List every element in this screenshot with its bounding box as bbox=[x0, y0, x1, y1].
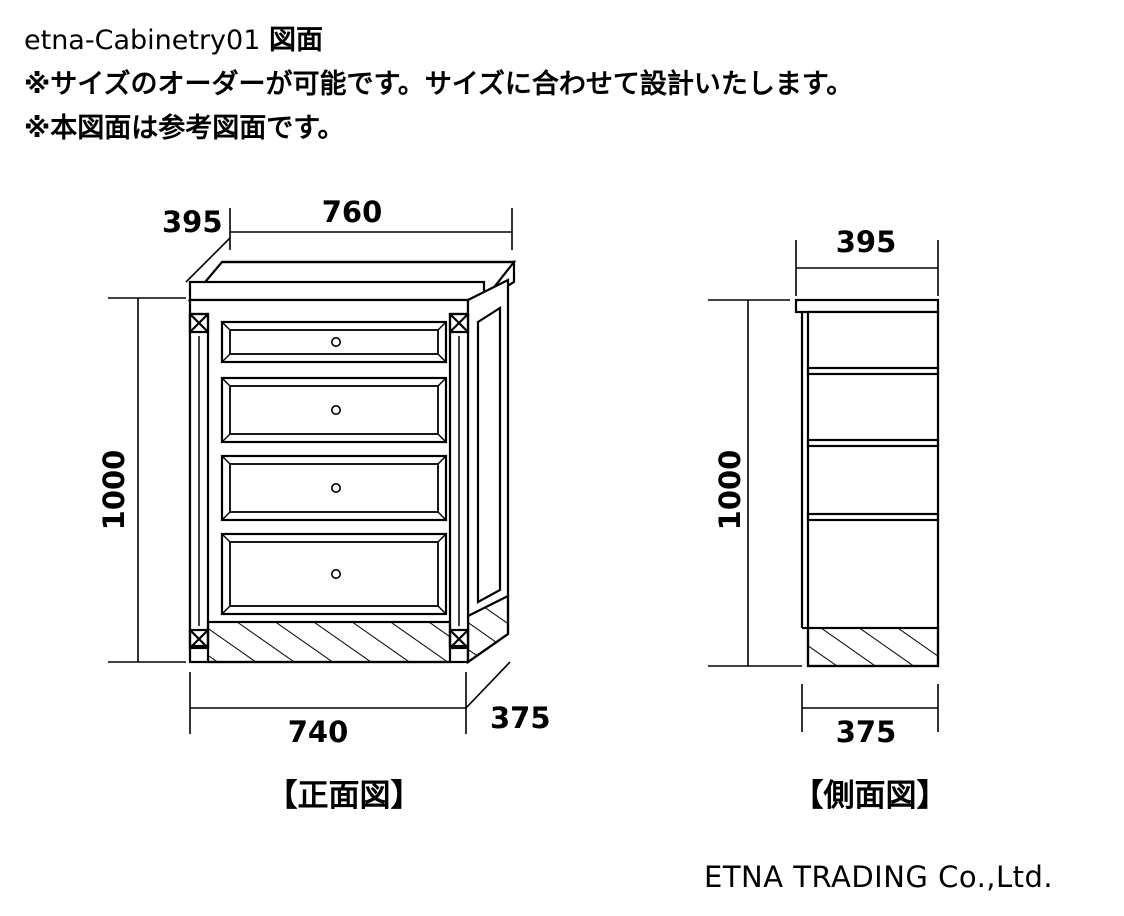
drawer-1 bbox=[220, 320, 448, 364]
model-name: etna-Cabinetry01 bbox=[24, 25, 261, 56]
side-top-depth-label: 395 bbox=[836, 225, 897, 259]
front-top-edge bbox=[188, 280, 486, 302]
front-body-depth-label: 375 bbox=[490, 701, 551, 735]
front-view-caption: 【正面図】 bbox=[267, 778, 422, 814]
side-plinth bbox=[806, 626, 940, 668]
side-view-caption: 【側面図】 bbox=[793, 778, 948, 814]
drawer-raised-panel bbox=[229, 329, 439, 355]
company-name: ETNA TRADING Co.,Ltd. bbox=[704, 860, 1054, 894]
drawer-4 bbox=[220, 532, 448, 616]
note-reference-drawing: ※本図面は参考図面です。 bbox=[24, 113, 345, 144]
drawer-raised-panel bbox=[229, 541, 439, 607]
drawer-raised-panel bbox=[229, 463, 439, 513]
front-drawers bbox=[220, 320, 448, 616]
drawer-knob bbox=[330, 568, 341, 579]
drawing-word: 図面 bbox=[268, 25, 323, 56]
front-height-label: 1000 bbox=[97, 450, 131, 531]
side-height-label: 1000 bbox=[713, 450, 747, 531]
side-body-depth-label: 375 bbox=[836, 715, 897, 749]
front-body-width-label: 740 bbox=[288, 715, 349, 749]
drawing-title: etna-Cabinetry01 図面 bbox=[24, 18, 323, 57]
front-plinth bbox=[206, 620, 452, 664]
note-custom-size: ※サイズのオーダーが可能です。サイズに合わせて設計いたします。 bbox=[24, 69, 854, 100]
side-view bbox=[794, 298, 940, 668]
drawer-knob bbox=[330, 482, 341, 493]
drawer-knob bbox=[330, 336, 341, 347]
front-top-depth-label: 395 bbox=[162, 205, 223, 239]
drawer-knob bbox=[330, 404, 341, 415]
side-top-plate bbox=[794, 298, 940, 314]
side-body bbox=[806, 310, 940, 668]
front-top-width-label: 760 bbox=[322, 195, 383, 229]
drawer-raised-panel bbox=[229, 385, 439, 435]
front-dimensions bbox=[108, 208, 513, 734]
drawer-3 bbox=[220, 454, 448, 522]
front-side-inset bbox=[476, 305, 502, 604]
drawer-2 bbox=[220, 376, 448, 444]
side-dimensions bbox=[708, 240, 939, 732]
